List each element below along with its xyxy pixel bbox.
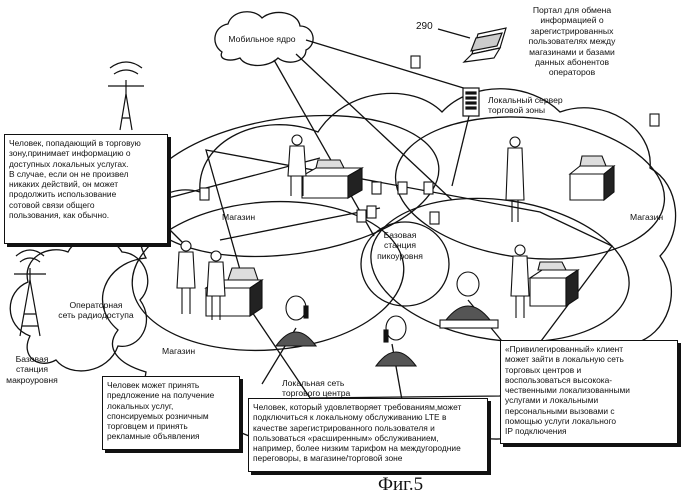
macro-bs-label: Базовая станция макроуровня (2, 354, 62, 385)
callout-entering-person: Человек, попадающий в торговую зону,прин… (4, 134, 168, 244)
reference-290-label: 290 (416, 22, 433, 32)
shop-label: Магазин (222, 212, 255, 222)
femto-unit-icon (650, 114, 659, 126)
rooftop-tower-icon (108, 62, 144, 130)
person-at-desk-icon (440, 272, 498, 328)
pico-bs-label: Базовая станция пикоуровня (370, 230, 430, 261)
femto-unit-icon (367, 206, 376, 218)
figure-caption: Фиг.5 (378, 474, 423, 496)
portal-label: Портал для обмена информацией о зарегист… (506, 5, 638, 78)
shop-label: Магазин (630, 212, 663, 222)
femto-unit-icon (430, 212, 439, 224)
cash-register-icon (302, 160, 362, 198)
person-on-phone-icon (276, 296, 316, 346)
operator-ran-label: Операторная сеть радиодоступа (46, 300, 146, 321)
person-figure-icon (511, 245, 529, 318)
mall-network-label: Локальная сеть торгового центра (282, 378, 350, 399)
server-icon (463, 88, 479, 116)
femto-unit-icon (411, 56, 420, 68)
person-figure-icon (506, 137, 524, 222)
laptop-icon (464, 28, 506, 62)
shop-label: Магазин (162, 346, 195, 356)
person-figure-icon (177, 241, 195, 314)
local-server-label: Локальный сервер торговой зоны (488, 95, 563, 116)
mobile-core-label: Мобильное ядро (226, 34, 298, 44)
person-on-phone-icon (376, 316, 416, 366)
cash-register-icon (570, 156, 614, 200)
callout-privileged-client: «Привилегированный» клиент может зайти в… (500, 340, 678, 444)
femto-unit-icon (372, 182, 381, 194)
femto-unit-icon (398, 182, 407, 194)
femto-unit-icon (424, 182, 433, 194)
cash-register-icon (530, 262, 578, 306)
femto-unit-icon (200, 188, 209, 200)
callout-lte-user: Человек, который удовлетворяет требовани… (248, 398, 488, 472)
person-figure-icon (288, 135, 306, 196)
callout-accept-offer: Человек может принять предложение на пол… (102, 376, 240, 450)
femto-unit-icon (357, 210, 366, 222)
